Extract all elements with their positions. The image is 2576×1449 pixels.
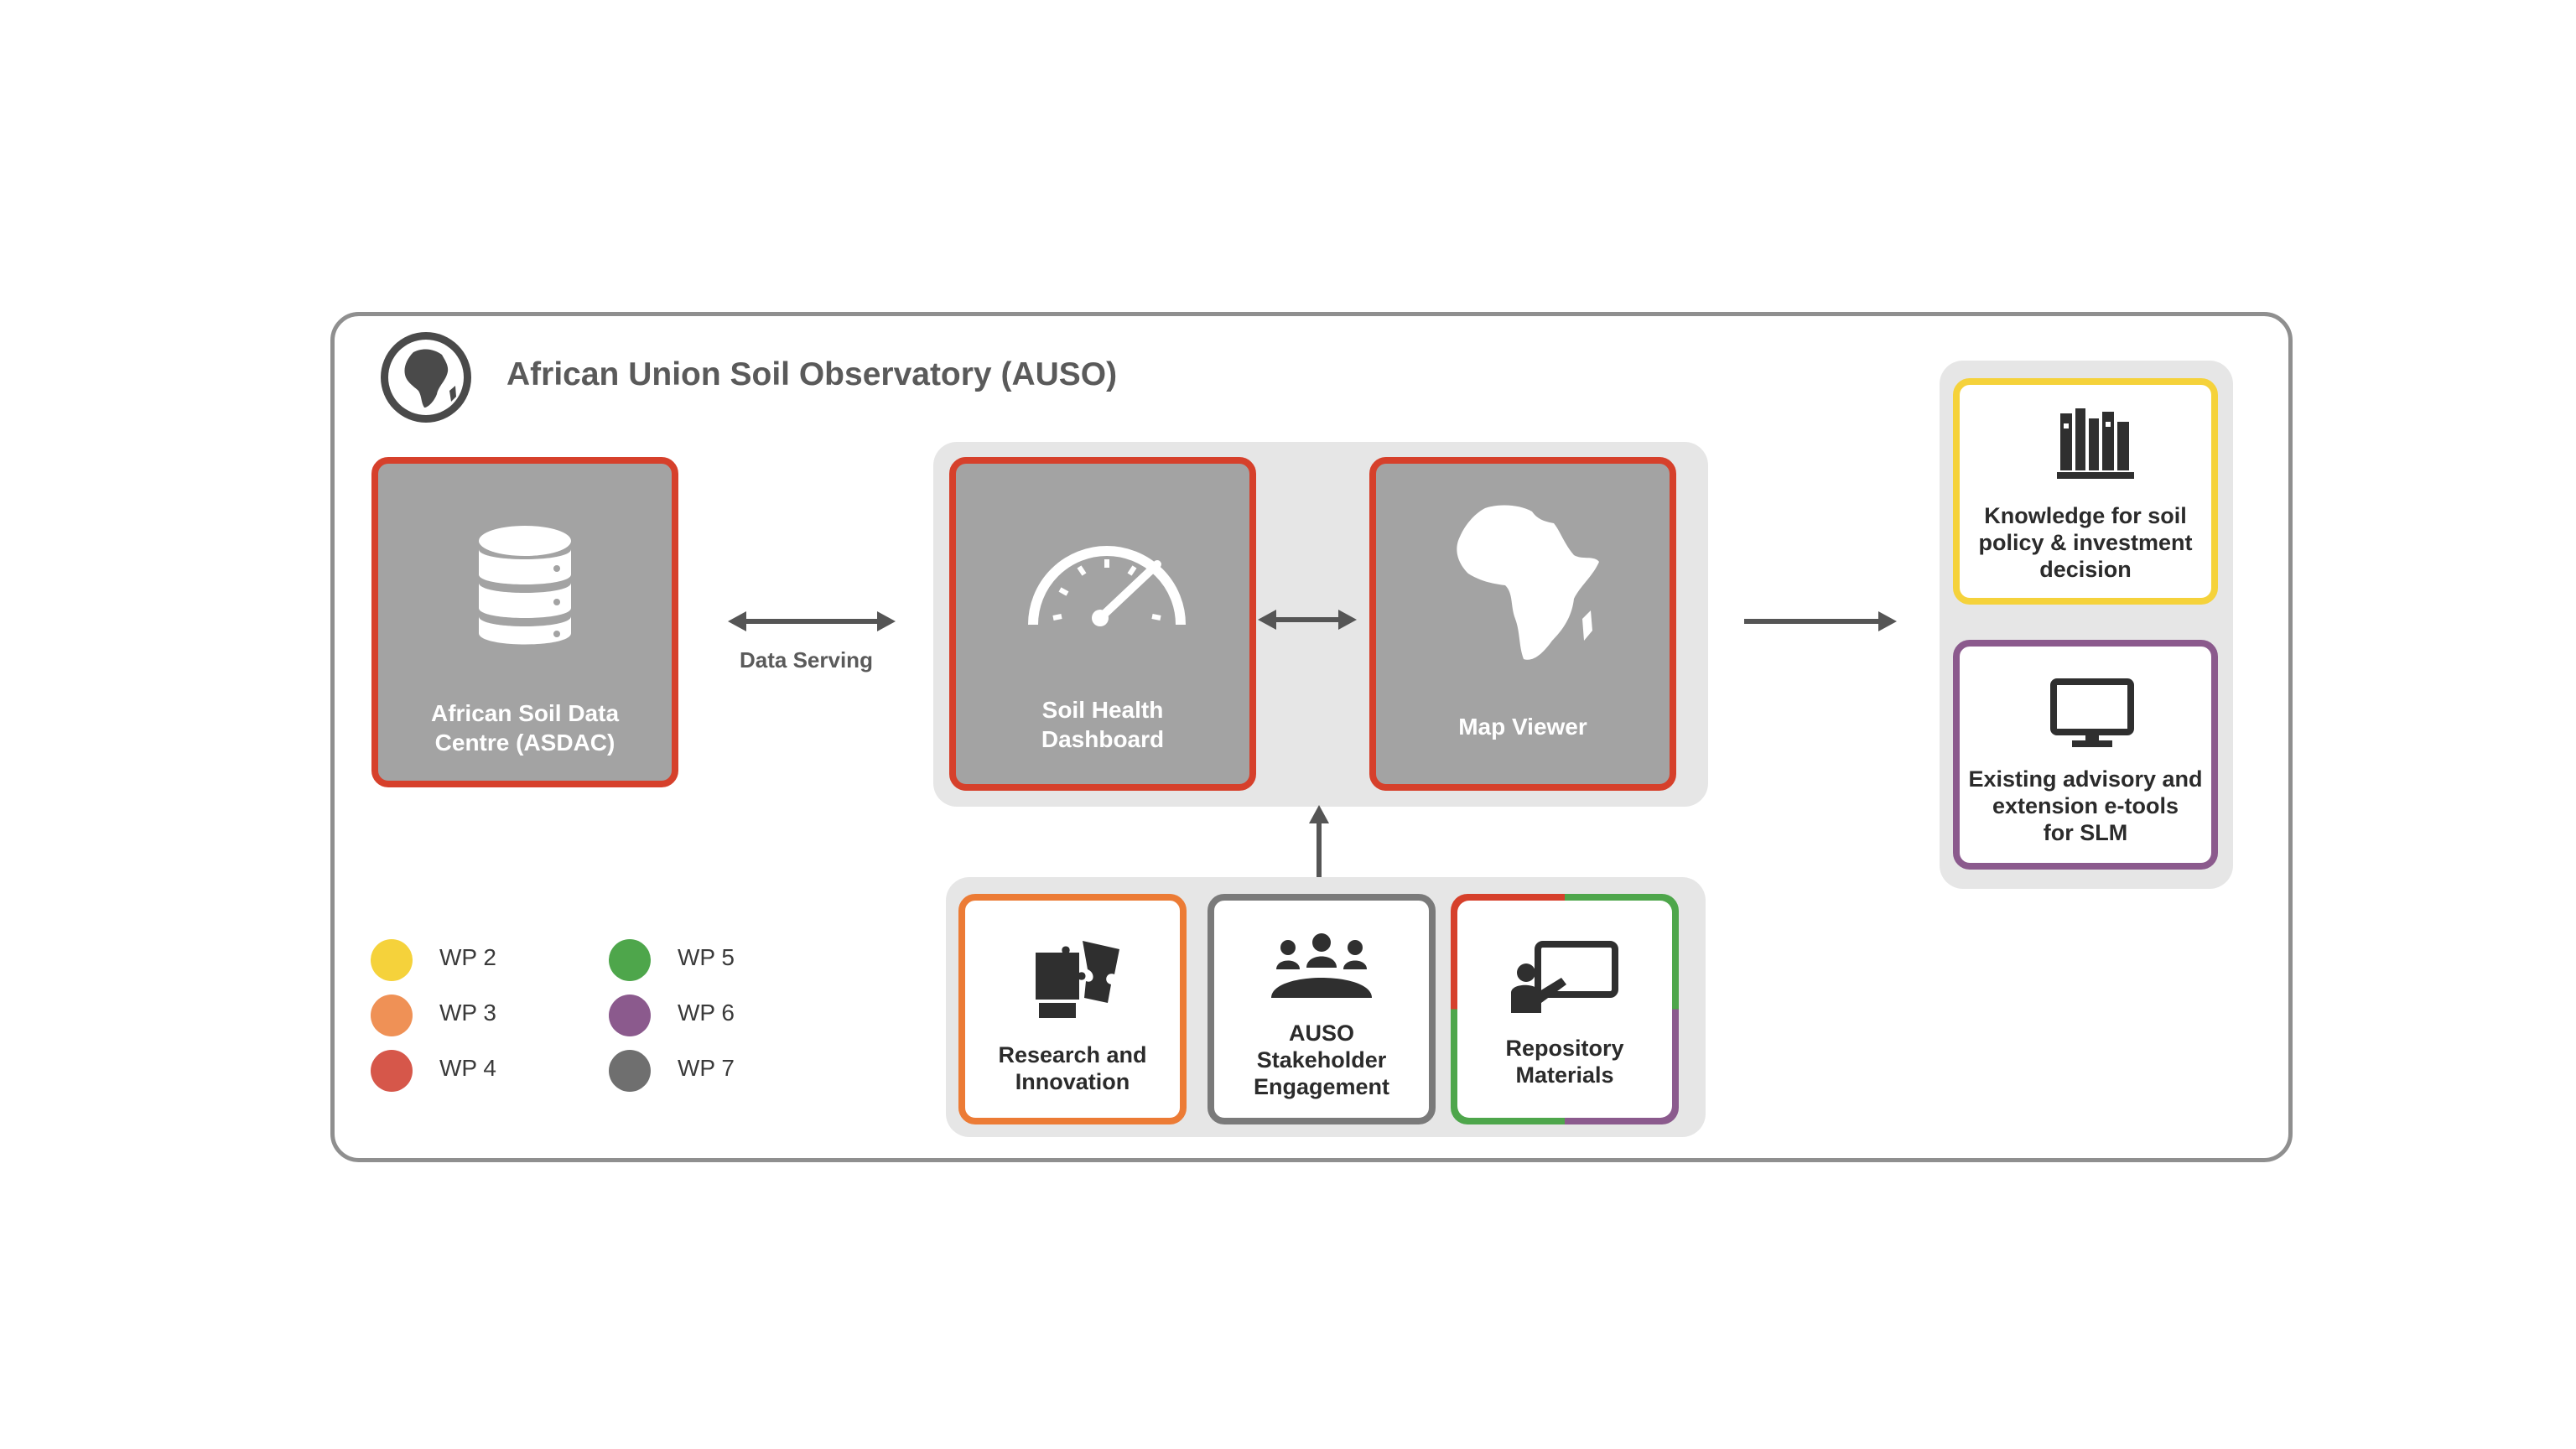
knowledge-label-line1: Knowledge for soil: [1984, 503, 2187, 528]
advisory-label-line1: Existing advisory and: [1968, 766, 2203, 792]
legend-dot-wp6: [609, 995, 651, 1036]
stakeholder-label-line3: Engagement: [1253, 1074, 1390, 1099]
advisory-label: Existing advisory and extension e-tools …: [1960, 766, 2211, 846]
legend-dot-wp7: [609, 1050, 651, 1092]
legend-dot-wp4: [371, 1050, 413, 1092]
asdac-box: African Soil Data Centre (ASDAC): [371, 457, 678, 787]
stakeholder-box: AUSO Stakeholder Engagement: [1208, 894, 1436, 1124]
repository-label: Repository Materials: [1457, 1035, 1672, 1088]
gauge-icon: [1028, 546, 1186, 626]
repository-label-line2: Materials: [1515, 1062, 1614, 1088]
knowledge-label-line3: decision: [2039, 557, 2132, 582]
knowledge-box: Knowledge for soil policy & investment d…: [1953, 378, 2218, 605]
dashboard-label: Soil Health Dashboard: [956, 695, 1249, 754]
dashboard-map-arrow: [1258, 610, 1357, 630]
advisory-label-line2: extension e-tools: [1992, 793, 2179, 818]
data-serving-label: Data Serving: [740, 647, 873, 673]
data-serving-arrow: [728, 611, 896, 631]
legend-label-wp4: WP 4: [439, 1055, 496, 1081]
output-arrow: [1744, 611, 1897, 631]
people-group-icon: [1271, 933, 1372, 998]
asdac-label: African Soil Data Centre (ASDAC): [378, 699, 672, 757]
database-icon: [479, 526, 571, 645]
advisory-box: Existing advisory and extension e-tools …: [1953, 640, 2218, 870]
stakeholder-label-line1: AUSO: [1288, 1021, 1354, 1046]
diagram-title: African Union Soil Observatory (AUSO): [506, 356, 1118, 392]
legend-label-wp2: WP 2: [439, 944, 496, 970]
repository-label-line1: Repository: [1505, 1036, 1624, 1061]
legend-label-wp3: WP 3: [439, 1000, 496, 1026]
legend-label-wp6: WP 6: [678, 1000, 735, 1026]
dashboard-label-line2: Dashboard: [1041, 726, 1165, 752]
presentation-icon: [1511, 941, 1618, 1013]
advisory-label-line3: for SLM: [2043, 820, 2128, 845]
research-label: Research and Innovation: [965, 1041, 1180, 1095]
asdac-label-line1: African Soil Data: [430, 700, 620, 726]
research-box: Research and Innovation: [958, 894, 1187, 1124]
legend-label-wp7: WP 7: [678, 1055, 735, 1081]
engagement-up-arrow: [1309, 805, 1329, 889]
soil-health-dashboard-box: Soil Health Dashboard: [949, 457, 1256, 791]
stakeholder-label-line2: Stakeholder: [1256, 1047, 1387, 1072]
map-viewer-box: Map Viewer: [1369, 457, 1676, 791]
research-label-line2: Innovation: [1015, 1069, 1130, 1094]
dashboard-label-line1: Soil Health: [1041, 697, 1164, 723]
globe-icon: [381, 332, 471, 423]
legend-dot-wp5: [609, 939, 651, 981]
asdac-label-line2: Centre (ASDAC): [434, 730, 615, 756]
legend-dot-wp3: [371, 995, 413, 1036]
puzzle-icon: [1036, 941, 1119, 1018]
map-viewer-label: Map Viewer: [1458, 714, 1587, 740]
stakeholder-label: AUSO Stakeholder Engagement: [1214, 1020, 1429, 1100]
legend-label-wp5: WP 5: [678, 944, 735, 970]
auso-frame: [330, 312, 2293, 1162]
knowledge-label-line2: policy & investment: [1978, 530, 2193, 555]
research-label-line1: Research and: [998, 1042, 1147, 1067]
monitor-icon: [2050, 678, 2134, 747]
legend-dot-wp2: [371, 939, 413, 981]
repository-box: Repository Materials: [1457, 901, 1672, 1118]
books-icon: [2057, 408, 2134, 479]
africa-map-icon: [1457, 505, 1599, 660]
knowledge-label: Knowledge for soil policy & investment d…: [1960, 502, 2211, 583]
